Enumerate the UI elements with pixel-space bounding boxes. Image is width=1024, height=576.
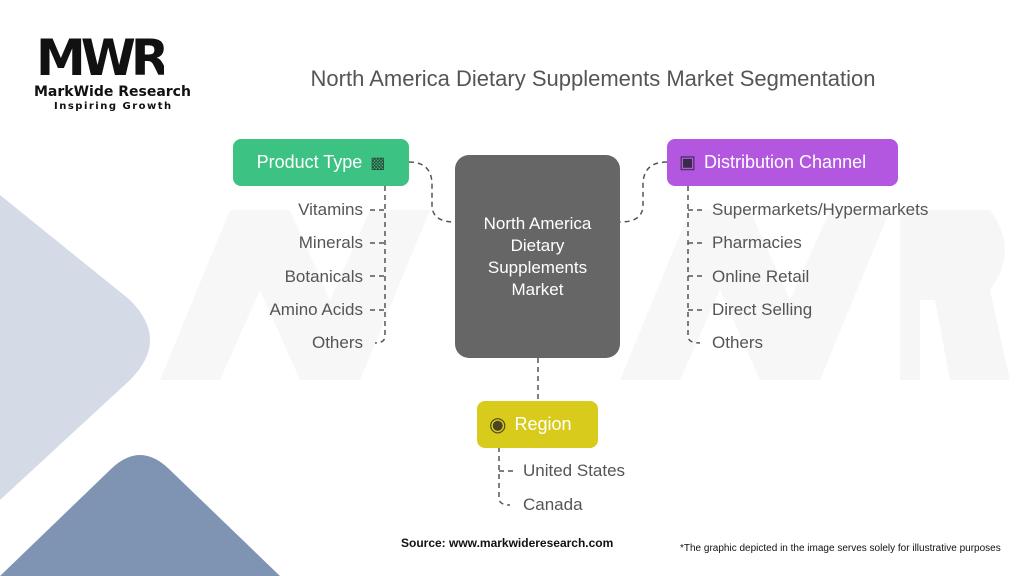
list-item: Minerals (298, 233, 363, 253)
product-type-node: Product Type ▩ (233, 139, 409, 186)
logo-tagline: Inspiring Growth (54, 101, 173, 112)
globe-icon: ◉ (489, 414, 507, 436)
distribution-icon: ▣ (679, 152, 697, 172)
supplements-icon: ▩ (370, 154, 386, 172)
disclaimer-text: *The graphic depicted in the image serve… (680, 543, 1001, 554)
list-item: United States (523, 461, 626, 480)
region-label: Region (514, 414, 572, 434)
region-list: United States Canada (523, 461, 625, 529)
list-item: Online Retail (712, 266, 810, 286)
region-node: ◉ Region (477, 401, 598, 448)
source-text: Source: www.markwideresearch.com (401, 536, 614, 550)
list-item: Amino Acids (269, 299, 363, 319)
distribution-channel-list: Supermarkets/Hypermarkets Pharmacies Onl… (712, 200, 928, 366)
list-item: Others (712, 333, 764, 353)
product-type-label: Product Type (256, 152, 363, 172)
list-item: Canada (523, 495, 583, 514)
center-node: North America Dietary Supplements Market (455, 155, 620, 358)
list-item: Direct Selling (712, 299, 813, 319)
logo-name: MarkWide Research (34, 84, 191, 100)
list-item: Botanicals (284, 266, 363, 286)
distribution-channel-node: ▣ Distribution Channel (667, 139, 898, 186)
list-item: Others (311, 333, 363, 353)
page-title: North America Dietary Supplements Market… (310, 66, 876, 91)
distribution-channel-label: Distribution Channel (704, 152, 867, 172)
product-type-list: Vitamins Minerals Botanicals Amino Acids… (200, 200, 363, 366)
logo-mark: MWR (36, 34, 165, 82)
list-item: Pharmacies (712, 233, 802, 253)
list-item: Supermarkets/Hypermarkets (712, 200, 929, 219)
list-item: Vitamins (298, 200, 363, 219)
